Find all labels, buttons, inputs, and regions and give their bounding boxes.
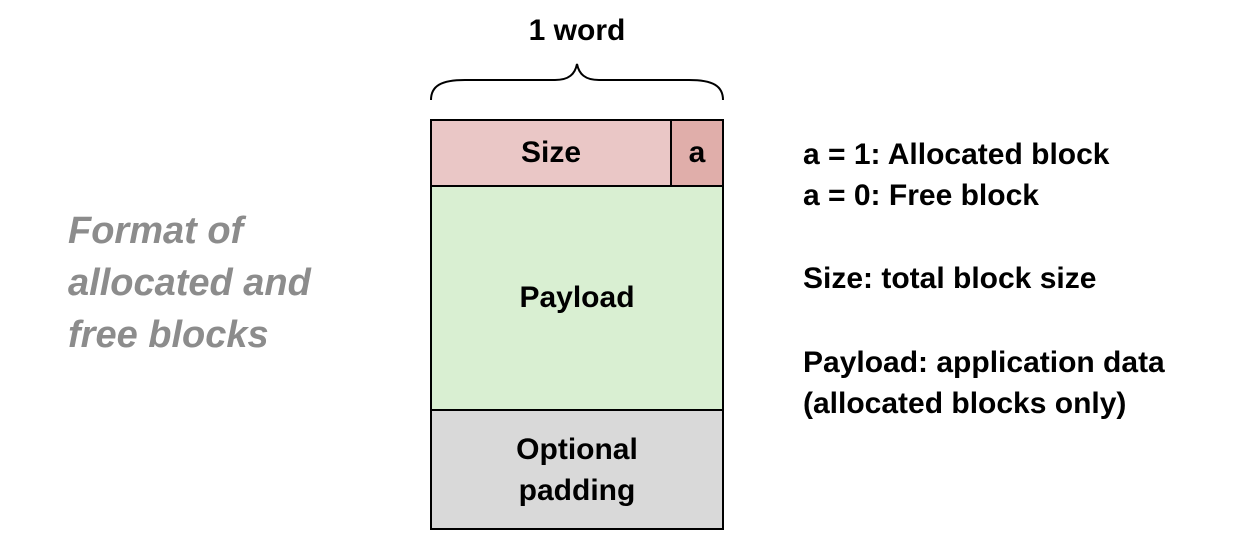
- side-title-line: Format of: [68, 210, 244, 252]
- legend-line: Size: total block size: [803, 262, 1097, 295]
- padding-label-line: Optional: [516, 432, 638, 466]
- legend-line: Payload: application data: [803, 346, 1165, 379]
- header-word: Size a: [432, 121, 722, 187]
- legend-line: a = 0: Free block: [803, 179, 1039, 212]
- memory-block: Size a Payload Optional padding: [430, 119, 724, 530]
- word-brace-icon: [430, 63, 724, 101]
- allocated-bit-field: a: [672, 121, 722, 185]
- size-legend: Size: total block size: [803, 258, 1096, 299]
- legend-line: (allocated blocks only): [803, 387, 1127, 420]
- legend-line: a = 1: Allocated block: [803, 138, 1110, 171]
- allocated-bit-legend: a = 1: Allocated block a = 0: Free block: [803, 134, 1110, 216]
- side-title-line: allocated and: [68, 262, 311, 304]
- padding-region: Optional padding: [432, 411, 722, 528]
- payload-legend: Payload: application data (allocated blo…: [803, 342, 1165, 424]
- padding-label-line: padding: [518, 473, 636, 507]
- word-width-label: 1 word: [528, 14, 626, 47]
- side-title: Format of allocated and free blocks: [68, 205, 368, 361]
- size-field: Size: [432, 121, 672, 185]
- side-title-line: free blocks: [68, 314, 269, 356]
- payload-region: Payload: [432, 187, 722, 411]
